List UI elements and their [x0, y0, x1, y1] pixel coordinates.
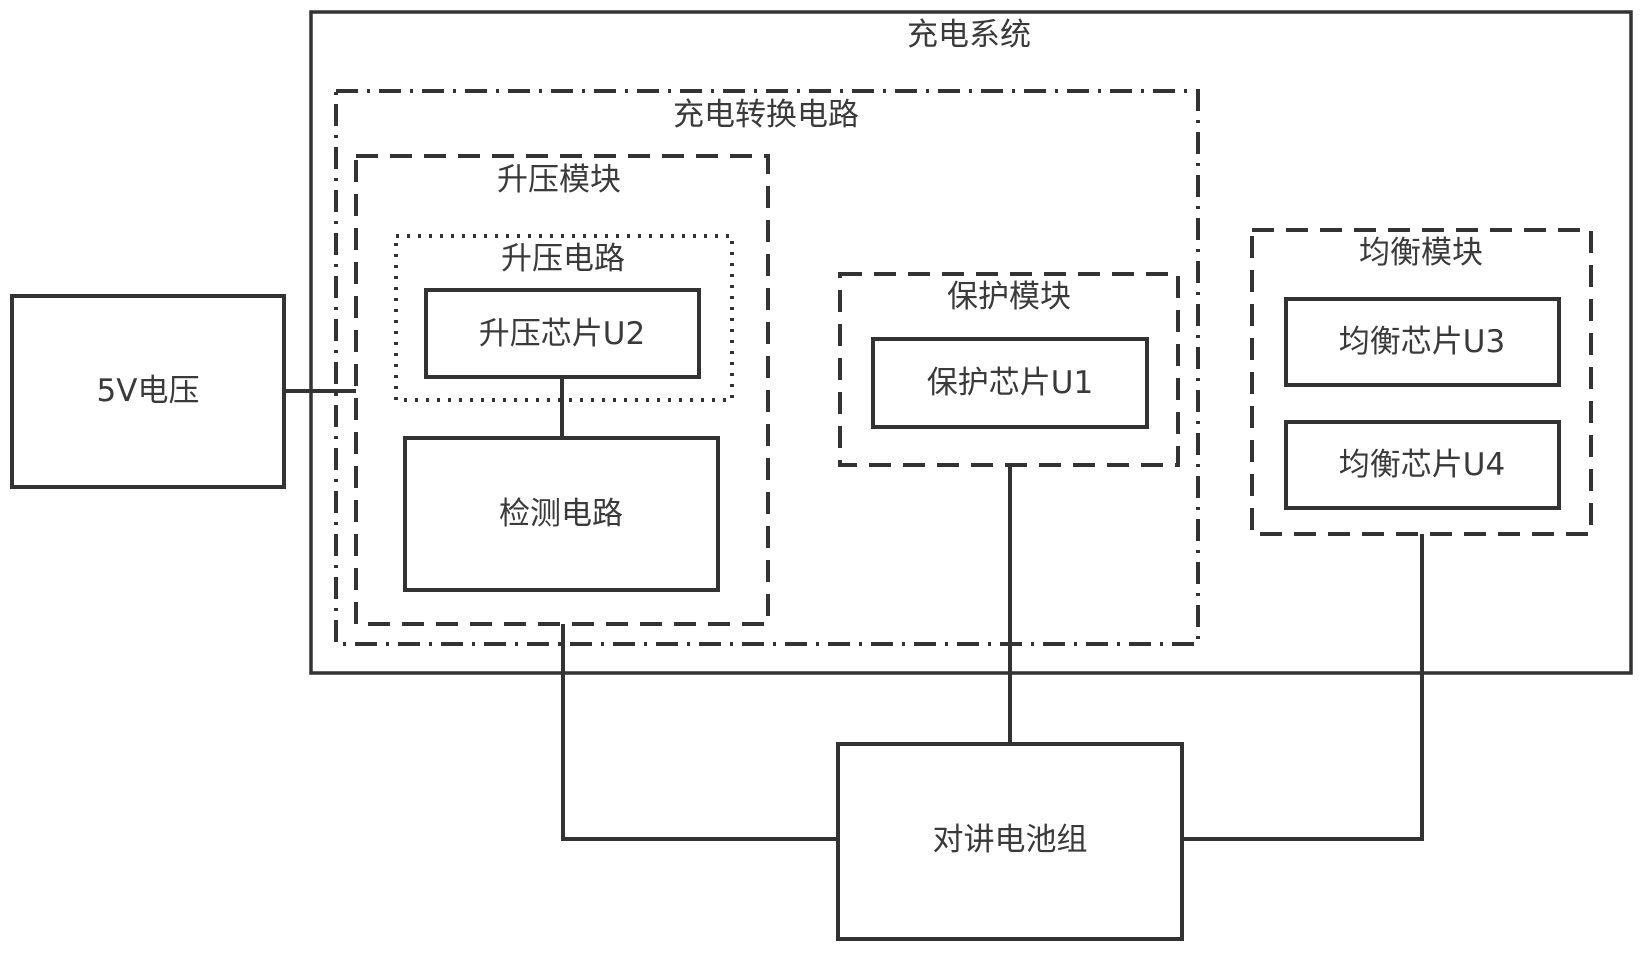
balance-chip-u3-node: 均衡芯片U3	[1284, 297, 1561, 387]
boost-module-label: 升压模块	[497, 162, 621, 198]
charge-conversion-circuit-border	[334, 89, 1200, 646]
charge-conversion-circuit-label: 充电转换电路	[673, 97, 859, 133]
balance-module-label: 均衡模块	[1359, 235, 1483, 271]
protection-chip-u1-label: 保护芯片U1	[927, 365, 1093, 401]
protection-chip-u1-node: 保护芯片U1	[871, 337, 1149, 429]
balance-chip-u3-label: 均衡芯片U3	[1339, 324, 1505, 360]
balance-chip-u4-label: 均衡芯片U4	[1339, 447, 1505, 483]
wire-balance-module-to-battery	[1182, 534, 1424, 841]
balance-chip-u4-box	[1284, 420, 1561, 510]
intercom-battery-pack-label: 对讲电池组	[933, 822, 1088, 858]
voltage-5v-label: 5V电压	[97, 373, 200, 409]
protection-module-container: 保护模块	[838, 272, 1180, 467]
detection-circuit-node: 检测电路	[403, 436, 720, 592]
protection-module-label: 保护模块	[947, 279, 1071, 315]
boost-chip-u2-node: 升压芯片U2	[424, 288, 701, 379]
boost-circuit-border	[394, 234, 734, 402]
detection-circuit-label: 检测电路	[499, 496, 623, 532]
boost-circuit-container: 升压电路	[394, 234, 734, 402]
balance-module-border	[1250, 228, 1593, 536]
balance-chip-u4-node: 均衡芯片U4	[1284, 420, 1561, 510]
wire-boost-module-to-battery	[561, 624, 838, 841]
charging-system-border	[309, 10, 1633, 675]
balance-chip-u3-box	[1284, 297, 1561, 387]
charging-system-label: 充电系统	[907, 17, 1031, 53]
intercom-battery-pack-node: 对讲电池组	[836, 742, 1184, 941]
detection-circuit-box	[403, 436, 720, 592]
balance-module-container: 均衡模块	[1250, 228, 1593, 536]
boost-chip-u2-label: 升压芯片U2	[479, 316, 645, 352]
boost-circuit-label: 升压电路	[501, 241, 625, 277]
boost-module-border	[354, 154, 770, 626]
boost-module-container: 升压模块	[354, 154, 770, 626]
boost-chip-u2-box	[424, 288, 701, 379]
intercom-battery-pack-box	[836, 742, 1184, 941]
voltage-5v-box	[10, 294, 286, 489]
charge-conversion-circuit-container: 充电转换电路	[334, 89, 1200, 646]
protection-chip-u1-box	[871, 337, 1149, 429]
voltage-5v-node: 5V电压	[10, 294, 286, 489]
charging-system-container: 充电系统	[309, 10, 1633, 675]
